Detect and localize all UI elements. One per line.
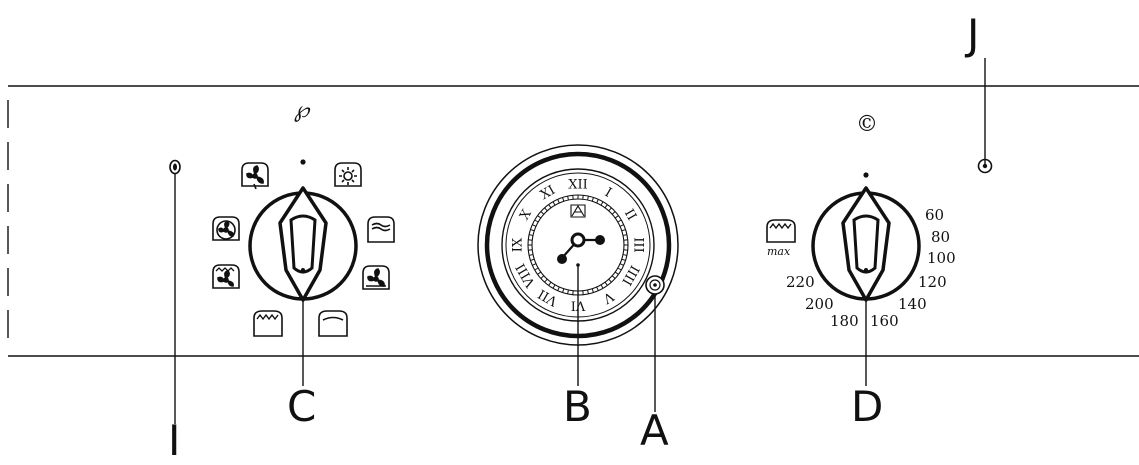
clock-tick [532, 264, 536, 266]
clock-tick [622, 230, 626, 231]
grill-icon [254, 311, 282, 336]
temp-label-180: 180 [830, 314, 859, 329]
selector-marker-dot [300, 159, 305, 164]
fan-only-icon [213, 217, 239, 240]
temp-label-220: 220 [786, 275, 815, 290]
max-label: max [767, 246, 790, 257]
clock-tick [535, 220, 538, 222]
clock-tick [529, 235, 533, 236]
clock-numeral: VI [571, 298, 587, 313]
clock-tick [568, 196, 569, 200]
clock-tick [605, 282, 607, 285]
clock-tick [615, 272, 618, 274]
clock-tick [620, 225, 624, 227]
clock-tick [609, 208, 612, 211]
bottom-heat-icon [319, 311, 347, 336]
callout-d: D [851, 386, 883, 428]
clock-tick [623, 235, 627, 236]
temp-label-80: 80 [931, 230, 950, 245]
clock-tick [549, 205, 551, 208]
clock-numeral: II [621, 207, 639, 223]
temp-label-120: 120 [918, 275, 947, 290]
clock-tick [592, 197, 593, 201]
temp-label-60: 60 [925, 208, 944, 223]
fan-grill-icon [213, 265, 239, 288]
callout-a: A [640, 410, 669, 452]
clock-tick [597, 287, 599, 291]
clock-adjust-knob[interactable] [646, 276, 664, 294]
light-icon [335, 163, 361, 186]
clock-tick [601, 202, 603, 205]
clock-tick [535, 268, 538, 270]
clock-tick [549, 282, 551, 285]
clock-tick [545, 208, 548, 211]
thermostat-knob[interactable] [813, 188, 919, 300]
clock-tick [541, 276, 544, 279]
clock-tick [618, 268, 621, 270]
clock-tick [538, 216, 541, 218]
clock-numeral: V [600, 288, 617, 306]
callout-c: C [287, 386, 316, 428]
clock-numeral: I [602, 185, 614, 201]
fan-bottom-heat-icon [363, 266, 389, 289]
thermostat-marker-dot [863, 172, 868, 177]
temp-label-140: 140 [898, 297, 927, 312]
clock-numeral: VIII [513, 261, 539, 291]
clock-tick [530, 259, 534, 260]
clock-tick [618, 220, 621, 222]
callout-j: J [967, 14, 979, 56]
clock-tick [568, 290, 569, 294]
clock-tick [588, 290, 589, 294]
clock-tick [612, 276, 615, 279]
selector-symbol: ℘ [294, 100, 309, 122]
clock-tick [592, 289, 593, 293]
alarm-bell-icon [571, 205, 585, 217]
clock-tick [597, 199, 599, 203]
top-heat-icon [368, 217, 394, 242]
clock-tick [563, 197, 564, 201]
clock-numeral: III [631, 237, 646, 252]
clock-tick [541, 212, 544, 215]
temp-label-160: 160 [870, 314, 899, 329]
clock-tick [588, 196, 589, 200]
temp-label-200: 200 [805, 297, 834, 312]
clock-numeral: XII [568, 178, 588, 193]
clock-tick [553, 202, 555, 205]
clock-tick [622, 259, 626, 260]
clock-numeral: IX [511, 237, 526, 252]
clock-tick [538, 272, 541, 274]
clock-tick [545, 279, 548, 282]
clock-tick [605, 205, 607, 208]
indicator-light-i [170, 161, 180, 174]
clock-tick [620, 264, 624, 266]
function-selector-knob[interactable] [250, 188, 356, 300]
fan-oven-icon [242, 163, 268, 189]
max-grill-icon [767, 220, 795, 242]
temp-label-100: 100 [927, 251, 956, 266]
clock-tick [530, 230, 534, 231]
clock-tick [615, 216, 618, 218]
clock-tick [623, 255, 627, 256]
clock-tick [563, 289, 564, 293]
clock-tick [609, 279, 612, 282]
clock-tick [529, 255, 533, 256]
clock-tick [601, 285, 603, 288]
clock-numeral: X [517, 207, 535, 223]
callout-i: I [168, 420, 180, 462]
thermostat-symbol: © [856, 114, 878, 136]
clock-tick [612, 212, 615, 215]
clock-tick [532, 225, 536, 227]
clock-tick [558, 199, 560, 203]
callout-b: B [563, 386, 592, 428]
clock-tick [553, 285, 555, 288]
clock-tick [558, 287, 560, 291]
